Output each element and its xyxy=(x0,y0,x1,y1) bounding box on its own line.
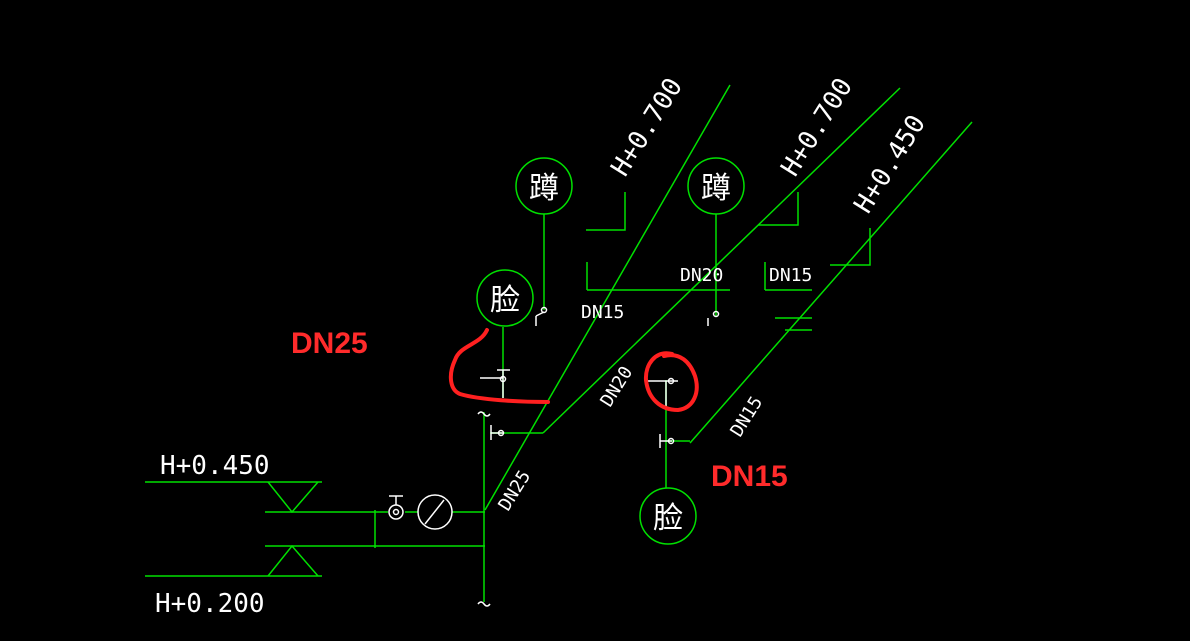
fixture-basin-lower: 脸 xyxy=(639,487,697,545)
elevation-label-left-lower: H+0.200 xyxy=(155,589,265,619)
svg-text:蹲: 蹲 xyxy=(701,171,731,206)
pipe-size-main: DN25 xyxy=(494,467,535,515)
pipe-size-mid: DN20 xyxy=(596,363,637,411)
pipe-size-branch-b: DN20 xyxy=(680,265,723,286)
elevation-label-branch-2: H+0.700 xyxy=(775,73,859,182)
annotation-dn15: DN15 xyxy=(711,460,788,493)
annotation-dn25: DN25 xyxy=(291,327,368,360)
elevation-markers xyxy=(267,481,319,577)
elevation-label-left-upper: H+0.450 xyxy=(160,451,270,481)
svg-text:脸: 脸 xyxy=(490,283,520,318)
elevation-label-branch-1: H+0.700 xyxy=(605,73,689,182)
pipe-network xyxy=(145,84,973,602)
pipe-size-branch-c: DN15 xyxy=(769,265,812,286)
pipe-size-right: DN15 xyxy=(726,393,767,441)
water-meter-icon xyxy=(417,494,453,530)
fixture-basin-upper: 脸 xyxy=(476,269,534,327)
pipe-size-branch-a: DN15 xyxy=(581,302,624,323)
red-markup xyxy=(448,328,699,413)
svg-text:蹲: 蹲 xyxy=(529,171,559,206)
valve-symbols xyxy=(388,306,720,607)
fixture-squat-2: 蹲 xyxy=(687,157,745,215)
svg-text:脸: 脸 xyxy=(653,501,683,536)
fixture-squat-1: 蹲 xyxy=(515,157,573,215)
